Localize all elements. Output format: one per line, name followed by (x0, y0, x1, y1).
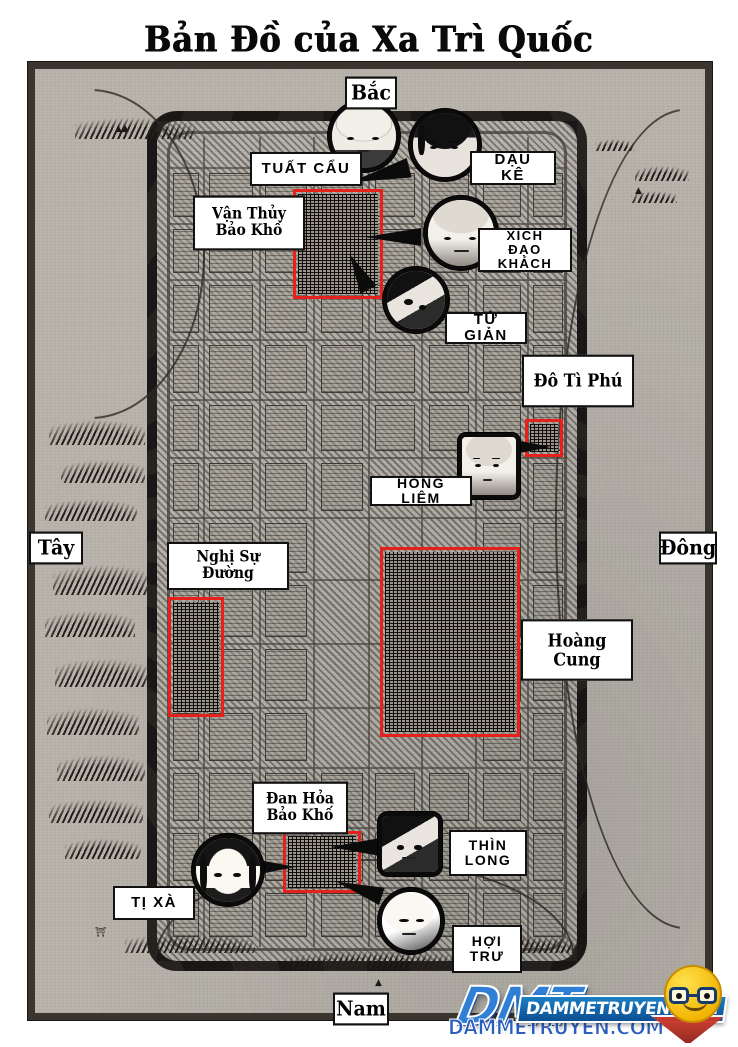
eye-icon (443, 236, 452, 241)
compass-label-north: Bắc (345, 76, 397, 110)
brow-line (427, 141, 437, 143)
compass-label-south: Nam (333, 992, 389, 1026)
eye-icon (415, 918, 424, 922)
hair-strand (418, 124, 425, 156)
place-label-nghi-su-duong: Nghị Sự Đường (167, 541, 289, 591)
place-label-dan-hoa-bao-kho: Đan Hỏa Bảo Khố (252, 781, 348, 835)
mouth-line (402, 857, 417, 860)
character-label-hong-liem: HỒNG LIÊM (370, 475, 472, 506)
hair-strand (199, 854, 207, 892)
character-label-xich-dao-khach: XÍCH ĐẠO KHÁCH (478, 228, 572, 272)
place-label-hoang-cung: Hoàng Cung (521, 619, 633, 681)
eye-icon (233, 872, 241, 878)
page-title: Bản Đồ của Xa Trì Quốc (144, 18, 594, 61)
eye-icon (404, 298, 413, 305)
mouth-line (357, 150, 370, 153)
mouth-line (454, 250, 469, 253)
eye-icon (213, 872, 222, 878)
portrait-face (387, 271, 445, 329)
portrait-xich-dao-khach[interactable] (424, 196, 498, 270)
eye-icon (419, 304, 427, 310)
place-label-van-thuy-bao-kho: Vận Thủy Bảo Khố (193, 195, 305, 251)
character-label-tu-gian: TỨ GIẢN (445, 311, 527, 344)
portrait-hoi-tru[interactable] (378, 888, 444, 954)
brow-line (472, 457, 481, 460)
hair-strand (249, 854, 257, 892)
eye-icon (468, 236, 477, 241)
eye-icon (451, 146, 459, 150)
eye-icon (371, 137, 379, 141)
highlight-box-hoang-cung[interactable] (380, 547, 520, 737)
eye-icon (414, 845, 422, 850)
pointer-thin-long (330, 838, 380, 856)
character-label-dau-ke: DẬU KÊ (470, 151, 556, 185)
portrait-face (382, 892, 440, 950)
mouth-line (482, 478, 493, 481)
eye-icon (493, 463, 500, 467)
portrait-hong-liem[interactable] (458, 433, 520, 499)
compass-label-east: Đông (659, 531, 717, 565)
brow-line (492, 457, 500, 460)
character-label-tuat-cau: TUẤT CẨU (250, 152, 362, 186)
place-label-do-ti-phu: Đô Tì Phú (522, 354, 634, 408)
village-mark: ▲ (375, 978, 382, 988)
character-label-thin-long: THÌN LONG (449, 830, 527, 876)
pointer-xich-dao-khach (365, 228, 421, 246)
village-mark: ⛩ (95, 928, 107, 938)
eye-icon (399, 918, 409, 922)
portrait-face (382, 816, 438, 872)
eye-icon (347, 137, 355, 141)
mouth-line (401, 932, 416, 935)
highlight-box-nghi-su-duong[interactable] (168, 597, 224, 717)
character-label-hoi-tru: HỢI TRƯ (452, 925, 522, 973)
portrait-tu-gian[interactable] (383, 267, 449, 333)
portrait-dau-ke[interactable] (409, 109, 481, 181)
eye-icon (429, 146, 437, 150)
eye-icon (396, 845, 404, 850)
portrait-thin-long[interactable] (378, 812, 442, 876)
map-frame: ▲▲ ▲ ⛩ ▲ (28, 62, 712, 1020)
map-canvas: ▲▲ ▲ ⛩ ▲ (35, 69, 705, 1013)
brow-line (450, 141, 460, 143)
eye-icon (474, 463, 481, 467)
portrait-ti-xa[interactable] (192, 834, 264, 906)
compass-label-west: Tây (29, 531, 83, 565)
character-label-ti-xa: TỊ XÀ (113, 886, 195, 920)
